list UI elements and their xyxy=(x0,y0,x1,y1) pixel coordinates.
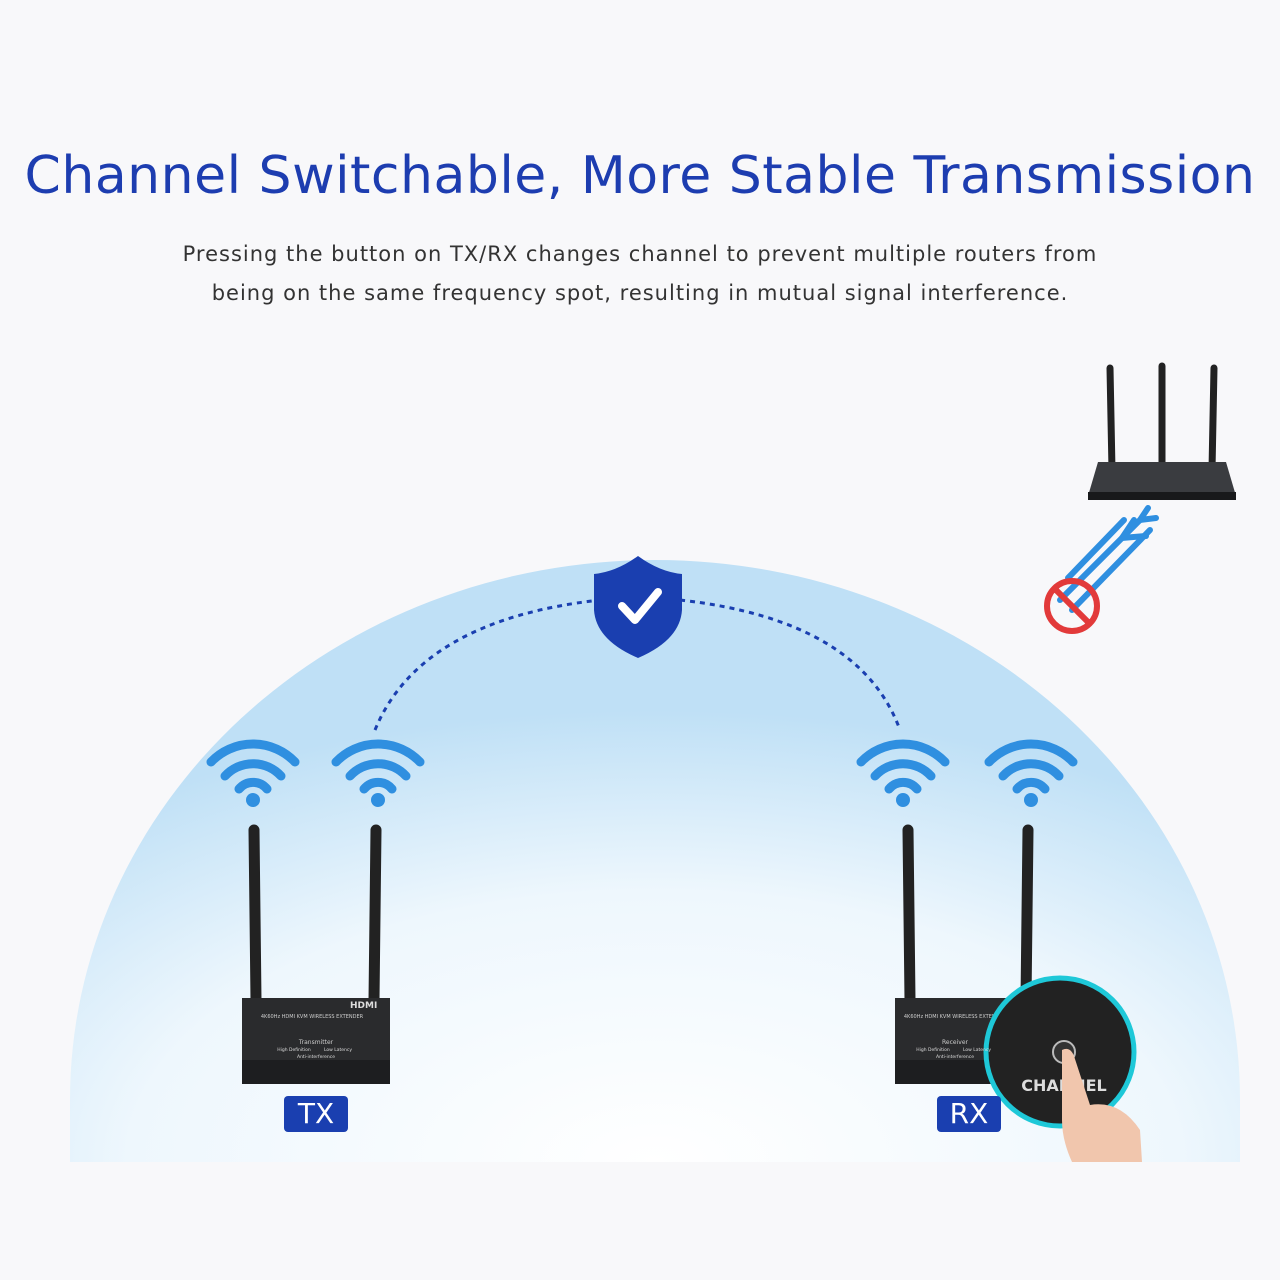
subtitle-line-1: Pressing the button on TX/RX changes cha… xyxy=(182,242,1098,266)
tx-brand: HDMI xyxy=(350,1001,377,1011)
tx-tag: Anti-interference xyxy=(297,1054,335,1060)
tx-badge: TX xyxy=(284,1096,348,1132)
rx-tag: High Definition xyxy=(916,1047,950,1053)
shield-check-icon xyxy=(594,556,682,658)
rx-tag: Anti-interference xyxy=(936,1054,974,1060)
tx-tag: High Definition xyxy=(277,1047,311,1053)
tx-role: Transmitter xyxy=(298,1039,334,1046)
rx-role: Receiver xyxy=(942,1039,968,1046)
dotted-link xyxy=(373,598,902,731)
tx-model: 4K60Hz HDMI KVM WIRELESS EXTENDER xyxy=(261,1014,364,1020)
router-icon xyxy=(1088,362,1236,500)
blocked-signal-icon xyxy=(1044,505,1159,634)
rx-model: 4K60Hz HDMI KVM WIRELESS EXTENDER xyxy=(904,1014,1007,1020)
tx-tag: Low Latency xyxy=(324,1047,352,1053)
subtitle-line-2: being on the same frequency spot, result… xyxy=(211,281,1069,305)
channel-button-closeup: CHANNEL xyxy=(983,975,1142,1162)
page-title: Channel Switchable, More Stable Transmis… xyxy=(24,146,1256,206)
rx-tag: Low Latency xyxy=(963,1047,991,1053)
rx-badge: RX xyxy=(937,1096,1001,1132)
wifi-icons xyxy=(206,739,1078,807)
antennas xyxy=(248,824,1034,1006)
tx-device: HDMI 4K60Hz HDMI KVM WIRELESS EXTENDER T… xyxy=(242,998,390,1084)
finger-icon xyxy=(1062,1048,1142,1162)
